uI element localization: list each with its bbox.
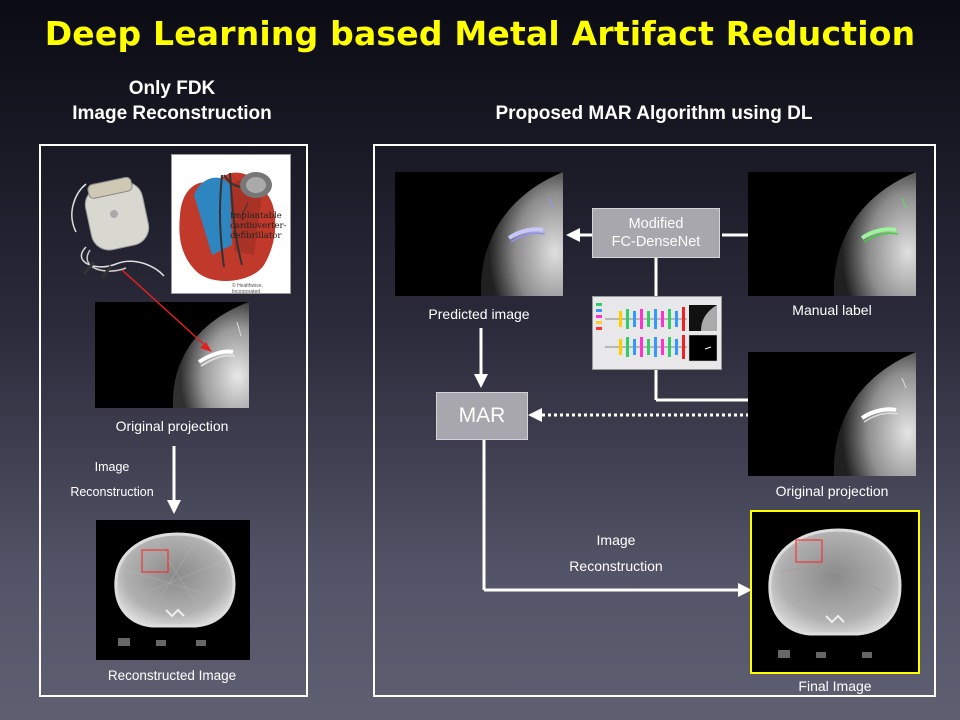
right-step-line1: Image [596, 532, 636, 548]
manual-label-image [748, 172, 916, 296]
right-step-line2: Reconstruction [569, 558, 663, 574]
left-original-projection-image [95, 302, 249, 408]
left-heading-line1: Only FDK [128, 78, 216, 99]
left-step-line2: Reconstruction [70, 485, 154, 499]
right-original-projection-caption: Original projection [775, 483, 889, 499]
network-connector-arrows [566, 228, 748, 242]
manual-label-caption: Manual label [792, 302, 872, 318]
reconstructed-image [96, 520, 250, 660]
left-panel [39, 144, 308, 697]
predicted-image-caption: Predicted image [428, 306, 530, 322]
left-heading-line2: Image Reconstruction [72, 103, 272, 124]
reconstructed-image-caption: Reconstructed Image [107, 668, 237, 683]
final-image-caption: Final Image [798, 678, 872, 694]
heart-illustration: Implantable cardioverter-defibrillator ©… [171, 154, 291, 295]
dotted-arrow-to-mar [528, 408, 750, 422]
pacemaker-device-illustration [66, 172, 166, 282]
right-panel [373, 144, 936, 697]
page-title: Deep Learning based Metal Artifact Reduc… [44, 14, 916, 53]
network-architecture-diagram [592, 296, 722, 370]
final-image [750, 510, 920, 674]
left-step-line1: Image [94, 460, 130, 474]
left-down-arrow [167, 446, 181, 514]
network-box: Modified FC-DenseNet [592, 208, 720, 258]
heart-illustration-label: Implantable cardioverter-defibrillator [230, 211, 287, 241]
network-box-line2: FC-DenseNet [611, 234, 701, 250]
right-heading: Proposed MAR Algorithm using DL [495, 103, 813, 124]
left-original-projection-caption: Original projection [115, 418, 229, 434]
mar-box: MAR [436, 392, 528, 440]
network-box-line1: Modified [628, 216, 684, 232]
mar-to-final-arrow [482, 440, 752, 597]
right-original-projection-image [748, 352, 916, 476]
network-vertical-connector [654, 258, 750, 402]
predicted-to-mar-arrow [474, 328, 488, 388]
heart-illustration-credit: © Healthwise, Incorporated [232, 283, 263, 295]
predicted-image [395, 172, 563, 296]
red-arrow [121, 269, 212, 352]
